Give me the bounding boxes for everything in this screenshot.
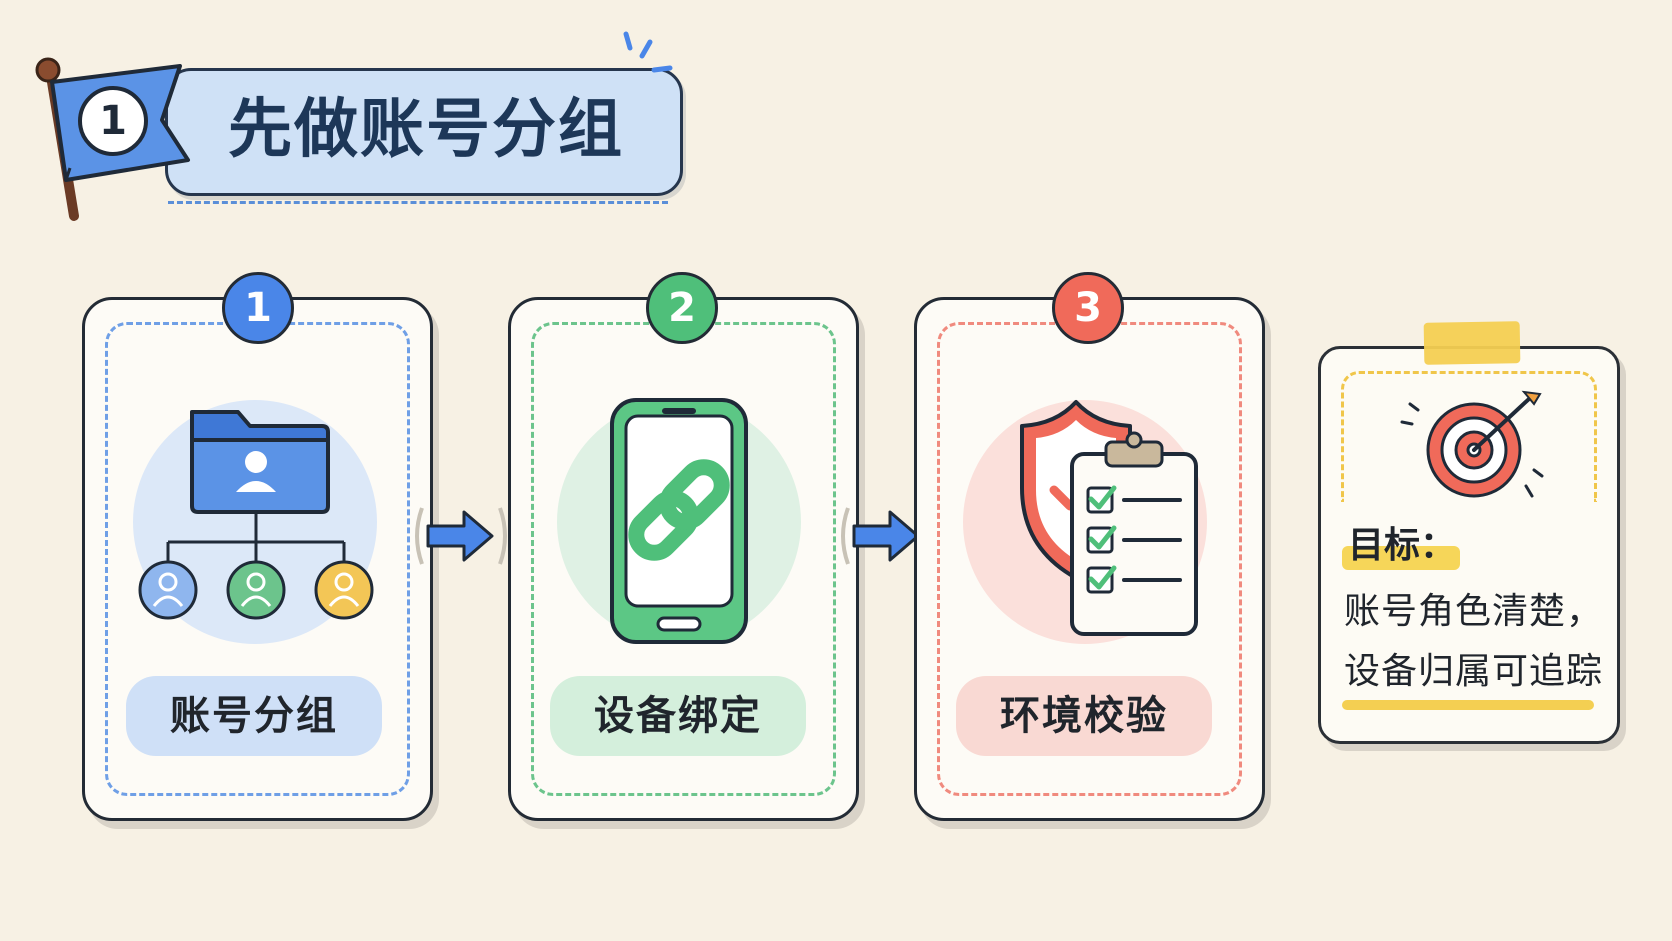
goal-label: 目标： — [1348, 525, 1457, 566]
target-icon — [1400, 390, 1544, 498]
step-badge-3: 3 — [1052, 272, 1124, 344]
header-badge-number: 1 — [99, 98, 127, 144]
page-title: 先做账号分组 — [228, 93, 624, 167]
header-banner — [165, 68, 683, 196]
goal-label-highlight — [1342, 546, 1460, 570]
step-badge-3-number: 3 — [1074, 285, 1102, 331]
step-badge-2-number: 2 — [668, 285, 696, 331]
goal-card-dashed-border — [1341, 371, 1597, 502]
arrow-right-icon — [415, 507, 507, 565]
step-badge-1: 1 — [222, 272, 294, 344]
step-label-2: 设备绑定 — [550, 676, 806, 756]
goal-line-1: 账号角色清楚， — [1344, 591, 1604, 632]
folder-hierarchy-icon — [133, 400, 377, 644]
sparkle-icon — [623, 31, 673, 73]
step-badge-2: 2 — [646, 272, 718, 344]
goal-underline — [1342, 700, 1594, 710]
step-label-1: 账号分组 — [126, 676, 382, 756]
header-dash-underline — [168, 201, 668, 204]
phone-link-icon — [557, 398, 801, 644]
header-badge: 1 — [78, 86, 148, 156]
step-badge-1-number: 1 — [244, 285, 272, 331]
step-label-3: 环境校验 — [956, 676, 1212, 756]
arrow-right-icon — [841, 507, 933, 565]
shield-checklist-icon — [963, 400, 1207, 644]
goal-line-2: 设备归属可追踪 — [1344, 651, 1604, 692]
tape-strip — [1423, 321, 1521, 365]
